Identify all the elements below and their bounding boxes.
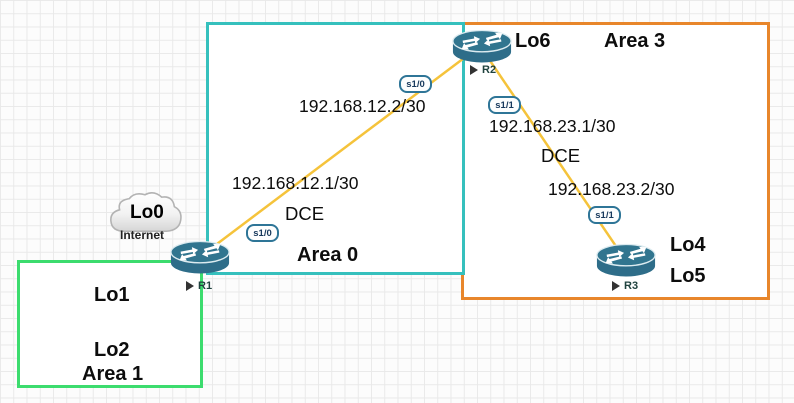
internet-label: Internet (120, 228, 165, 242)
router-r2-label: R2 (470, 64, 496, 76)
iface-badge-r3-s1-1[interactable]: s1/1 (588, 206, 621, 224)
loopback-label-lo4: Lo4 (670, 234, 706, 256)
cloud-loopback-label: Lo0 (130, 202, 164, 223)
iface-badge-r2-s1-1[interactable]: s1/1 (488, 96, 521, 114)
iface-badge-r2-s1-0[interactable]: s1/0 (399, 75, 432, 93)
router-r2-icon[interactable] (451, 26, 513, 66)
area0-box[interactable] (206, 22, 465, 275)
dce-label-r1-r2: DCE (285, 203, 325, 224)
running-status-icon (186, 281, 194, 291)
area1-box[interactable] (17, 260, 203, 388)
router-r3-label: R3 (612, 280, 638, 292)
loopback-label-lo1: Lo1 (94, 284, 130, 306)
dce-label-r2-r3: DCE (541, 145, 581, 166)
router-name: R2 (482, 64, 497, 76)
router-r3-icon[interactable] (595, 240, 657, 280)
router-r1-label: R1 (186, 280, 212, 292)
area0-title: Area 0 (297, 244, 359, 266)
ip-label-192-168-12-2: 192.168.12.2/30 (299, 96, 426, 116)
ip-label-192-168-23-2: 192.168.23.2/30 (548, 179, 675, 199)
router-r1-icon[interactable] (169, 237, 231, 277)
iface-badge-r1-s1-0[interactable]: s1/0 (246, 224, 279, 242)
running-status-icon (470, 65, 478, 75)
ip-label-192-168-23-1: 192.168.23.1/30 (489, 116, 616, 136)
loopback-label-lo6: Lo6 (515, 30, 551, 52)
router-name: R3 (624, 280, 639, 292)
loopback-label-lo5: Lo5 (670, 265, 706, 287)
area3-title: Area 3 (604, 30, 666, 52)
area1-title: Area 1 (82, 363, 144, 385)
loopback-label-lo2: Lo2 (94, 339, 130, 361)
running-status-icon (612, 281, 620, 291)
router-name: R1 (198, 280, 213, 292)
ip-label-192-168-12-1: 192.168.12.1/30 (232, 173, 359, 193)
